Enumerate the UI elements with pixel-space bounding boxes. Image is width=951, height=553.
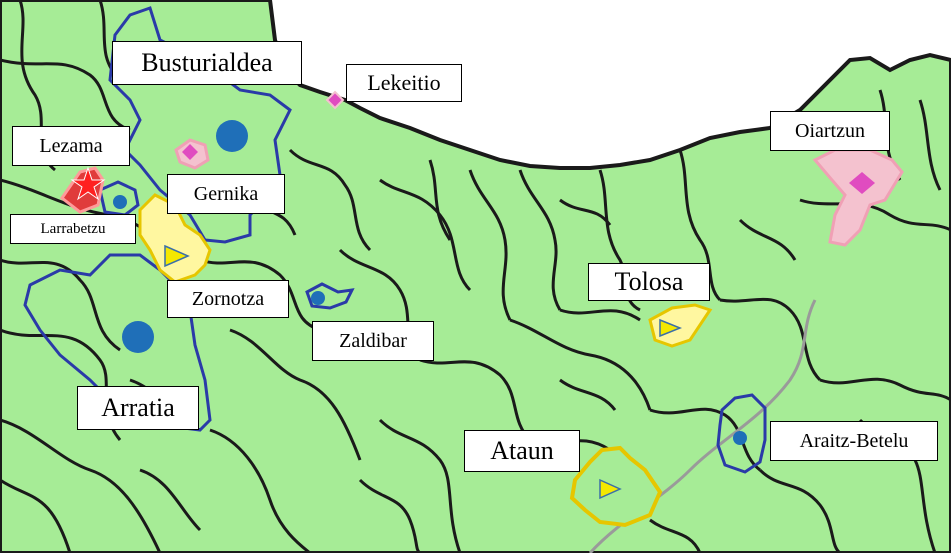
- larrabetzu-label: Larrabetzu: [10, 214, 136, 244]
- ataun-label: Ataun: [464, 430, 580, 472]
- oiartzun-diamond: [849, 172, 875, 194]
- busturialdea-label: Busturialdea: [112, 41, 302, 85]
- gernika-diamond: [182, 144, 198, 160]
- lekeitio-diamond: [325, 90, 345, 110]
- lekeitio-label: Lekeitio: [346, 64, 462, 102]
- arratia-circle: [122, 321, 154, 353]
- larrabetzu-circle: [113, 195, 127, 209]
- zaldibar-label: Zaldibar: [312, 321, 434, 361]
- arratia-label: Arratia: [77, 386, 199, 430]
- lezama-star: [70, 166, 106, 201]
- lezama-label: Lezama: [12, 126, 130, 166]
- ataun-triangle: [599, 478, 622, 500]
- oiartzun-region: [812, 148, 904, 247]
- zornotza-triangle: [164, 244, 190, 268]
- oiartzun-label: Oiartzun: [770, 111, 890, 151]
- zornotza-label: Zornotza: [167, 280, 289, 318]
- tolosa-label: Tolosa: [588, 263, 710, 301]
- arratia-outline: [23, 253, 212, 432]
- zaldibar-region: [305, 282, 355, 310]
- araitz-betelu-circle: [733, 431, 747, 445]
- tolosa-triangle: [659, 318, 683, 338]
- tolosa-region: [648, 303, 713, 348]
- araitz-betelu-outline: [716, 393, 767, 474]
- araitz-betelu-label: Araitz-Betelu: [770, 421, 938, 461]
- gernika-label: Gernika: [167, 174, 285, 214]
- zaldibar-circle: [311, 291, 325, 305]
- larrabetzu-region: [98, 180, 140, 217]
- busturialdea-circle: [216, 120, 248, 152]
